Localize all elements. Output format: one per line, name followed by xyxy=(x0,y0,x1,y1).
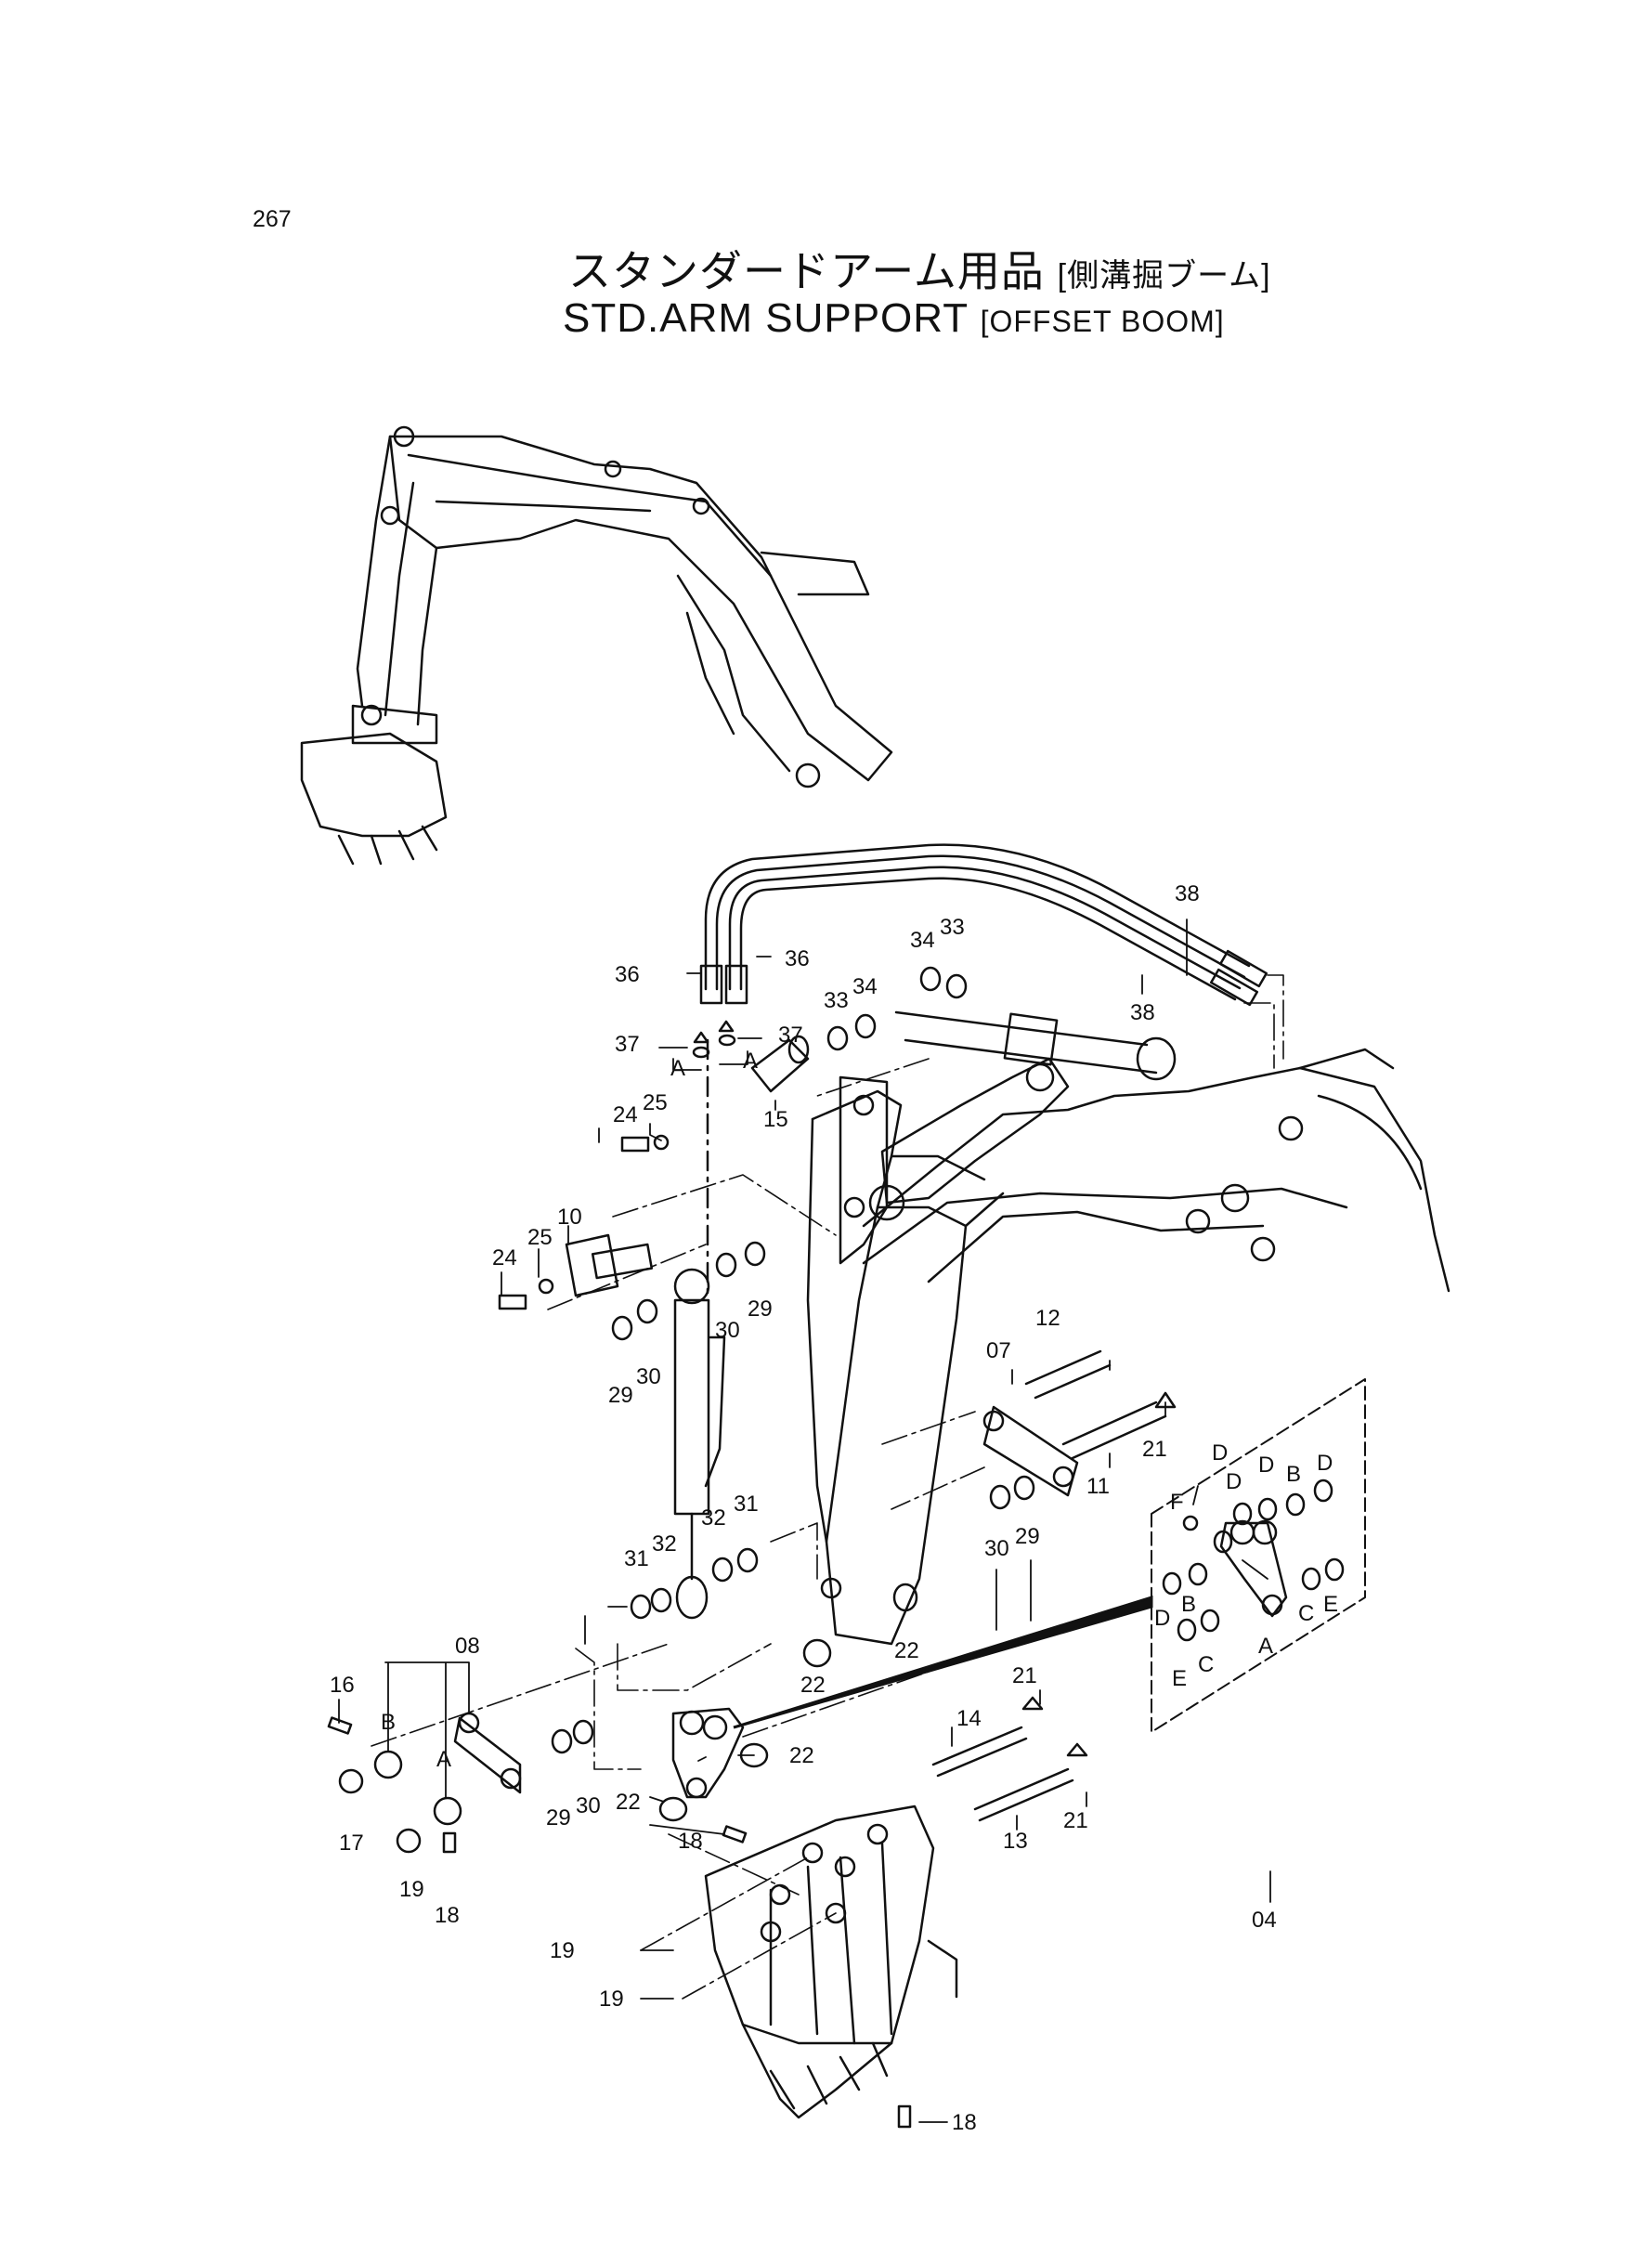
callout-24-lower: 24 xyxy=(492,1245,517,1270)
callout-15: 15 xyxy=(763,1107,788,1132)
callout-10: 10 xyxy=(557,1205,582,1230)
callout-04: 04 xyxy=(1252,1908,1277,1933)
callout-31-left: 31 xyxy=(624,1546,649,1571)
callout-a-04: A xyxy=(1258,1634,1273,1659)
callout-e-2: E xyxy=(1172,1666,1187,1691)
callout-18-mid: 18 xyxy=(678,1829,703,1854)
hydraulic-hoses xyxy=(699,843,1268,1007)
callout-29-upper-right: 29 xyxy=(748,1296,773,1322)
callout-d-1: D xyxy=(1226,1469,1242,1494)
title-jp-sub: [側溝掘ブーム] xyxy=(1057,258,1271,293)
callout-13: 13 xyxy=(1003,1829,1028,1854)
leader-lines xyxy=(338,919,1271,2123)
link-04-exploded xyxy=(1151,1378,1366,1733)
callout-34-upper: 34 xyxy=(910,928,935,953)
title-japanese: スタンダードアーム用品 [側溝掘ブーム] xyxy=(568,238,1271,299)
callout-19-upper: 19 xyxy=(550,1938,575,1963)
callout-a-left: A xyxy=(670,1056,685,1081)
callout-07: 07 xyxy=(986,1338,1011,1363)
callout-29-mid-right: 29 xyxy=(1015,1524,1040,1549)
bucket xyxy=(704,1804,958,2119)
callout-12: 12 xyxy=(1035,1306,1060,1331)
title-jp-main: スタンダードアーム用品 xyxy=(568,247,1045,295)
callout-24-upper: 24 xyxy=(613,1102,638,1127)
callout-36-left: 36 xyxy=(615,962,640,987)
callout-22-mid-left: 22 xyxy=(800,1673,826,1698)
callout-18-bottom: 18 xyxy=(952,2110,977,2135)
callout-a-08: A xyxy=(436,1747,451,1772)
callout-30-mid-right: 30 xyxy=(984,1536,1009,1561)
callout-22-link-left: 22 xyxy=(616,1790,641,1815)
callout-d-4: D xyxy=(1154,1606,1170,1631)
callout-29-lower: 29 xyxy=(546,1805,571,1831)
callout-31-right: 31 xyxy=(734,1492,759,1517)
callout-33-lower: 33 xyxy=(824,988,849,1013)
callout-d-2: D xyxy=(1258,1453,1274,1478)
callout-29-upper-left: 29 xyxy=(608,1383,633,1408)
link-pointer-arrow xyxy=(733,1595,1153,1729)
bucket-cylinder xyxy=(673,1038,726,1620)
centerlines xyxy=(371,974,1284,2000)
callout-21-upper: 21 xyxy=(1142,1437,1167,1462)
callout-08: 08 xyxy=(455,1634,480,1659)
callout-labels: 36 36 37 37 A A 38 38 34 33 33 34 24 25 … xyxy=(330,881,1338,2135)
callout-32-left: 32 xyxy=(652,1531,677,1557)
title-en-main: STD.ARM SUPPORT xyxy=(563,295,969,341)
callout-18-left: 18 xyxy=(435,1903,460,1928)
callout-37-right: 37 xyxy=(778,1023,803,1048)
callout-d-3: D xyxy=(1317,1451,1333,1476)
callout-25-upper: 25 xyxy=(643,1090,668,1115)
callout-11: 11 xyxy=(1086,1474,1110,1499)
callout-22-mid-right: 22 xyxy=(894,1638,919,1663)
callout-19-lower: 19 xyxy=(599,1987,624,2012)
callout-b-08: B xyxy=(381,1710,396,1735)
callout-38-upper: 38 xyxy=(1175,881,1200,906)
callout-25-lower: 25 xyxy=(527,1225,553,1250)
callout-30-lower: 30 xyxy=(576,1793,601,1818)
callout-32-right: 32 xyxy=(701,1505,726,1531)
callout-e-1: E xyxy=(1323,1592,1338,1617)
callout-c-2: C xyxy=(1198,1652,1214,1677)
callout-33-upper: 33 xyxy=(940,915,965,940)
title-en-sub: [OFFSET BOOM] xyxy=(980,305,1225,338)
small-parts xyxy=(327,966,1177,2129)
title-english: STD.ARM SUPPORT [OFFSET BOOM] xyxy=(563,295,1225,342)
callout-30-upper-left: 30 xyxy=(636,1364,661,1389)
callout-f: F xyxy=(1170,1490,1184,1515)
callout-14: 14 xyxy=(956,1706,982,1731)
callout-38-lower: 38 xyxy=(1130,1000,1155,1025)
callout-b-2: B xyxy=(1286,1462,1301,1487)
callout-30-upper-right: 30 xyxy=(715,1318,740,1343)
overview-excavator-arm xyxy=(300,425,893,866)
callout-d-5: D xyxy=(1212,1440,1228,1466)
callout-b-3: B xyxy=(1181,1592,1196,1617)
callout-19-left: 19 xyxy=(399,1877,424,1902)
callout-37-left: 37 xyxy=(615,1032,640,1057)
boom-assembly xyxy=(806,1010,1450,1646)
callout-22-link-right: 22 xyxy=(789,1743,814,1768)
callout-c-1: C xyxy=(1298,1601,1314,1626)
callout-36-right: 36 xyxy=(785,946,810,971)
callout-a-right: A xyxy=(743,1049,758,1074)
callout-21-lower: 21 xyxy=(1063,1808,1088,1833)
callout-17: 17 xyxy=(339,1831,364,1856)
callout-34-lower: 34 xyxy=(852,974,878,999)
callout-16: 16 xyxy=(330,1673,355,1698)
callout-21-mid: 21 xyxy=(1012,1663,1037,1688)
page-number: 267 xyxy=(253,206,292,232)
